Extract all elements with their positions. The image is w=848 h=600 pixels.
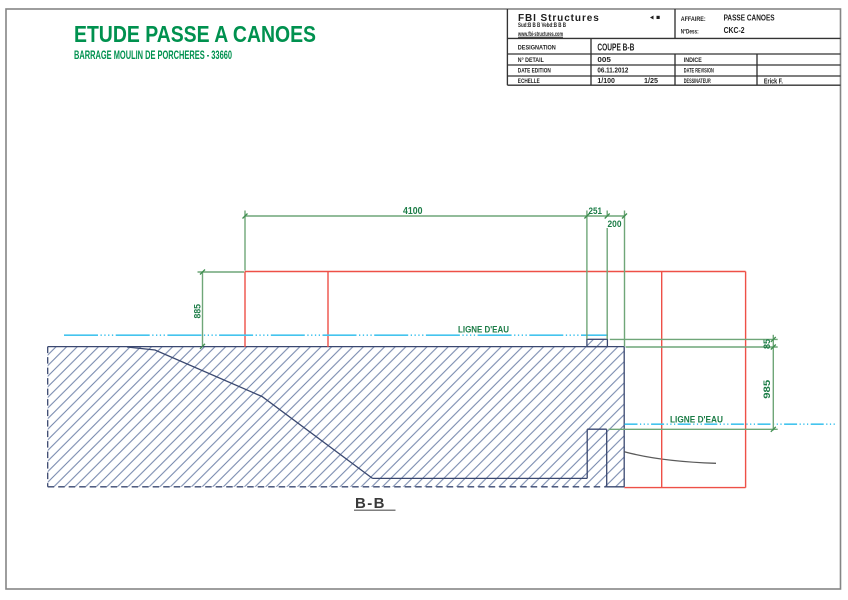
svg-text:www.fbi-structures.com: www.fbi-structures.com: [517, 32, 563, 38]
svg-text:N°Dess:: N°Dess:: [681, 27, 699, 35]
svg-text:INDICE: INDICE: [684, 57, 702, 64]
svg-text:B - B: B - B: [355, 495, 385, 512]
svg-text:005: 005: [597, 55, 611, 64]
svg-text:06.11.2012: 06.11.2012: [597, 65, 628, 74]
svg-text:DATE REVISION: DATE REVISION: [684, 68, 714, 75]
svg-text:AFFAIRE:: AFFAIRE:: [681, 16, 706, 23]
svg-text:4100: 4100: [403, 206, 423, 217]
svg-text:LIGNE D'EAU: LIGNE D'EAU: [458, 324, 509, 334]
svg-text:FBI Structures: FBI Structures: [518, 13, 600, 24]
svg-text:LIGNE D'EAU: LIGNE D'EAU: [670, 414, 723, 424]
svg-text:DATE EDITION: DATE EDITION: [518, 68, 551, 75]
svg-text:Sud:B B B Vebd:B B B: Sud:B B B Vebd:B B B: [518, 23, 566, 29]
svg-text:BARRAGE MOULIN DE PORCHERES -: BARRAGE MOULIN DE PORCHERES - 33660: [74, 48, 232, 62]
svg-text:1/100: 1/100: [597, 76, 615, 85]
svg-text:N° DETAIL: N° DETAIL: [518, 56, 544, 64]
svg-text:Erick F.: Erick F.: [764, 76, 783, 85]
svg-text:ETUDE PASSE A CANOES: ETUDE PASSE A CANOES: [74, 21, 316, 47]
svg-text:DESIGNATION: DESIGNATION: [518, 44, 556, 51]
svg-text:COUPE B-B: COUPE B-B: [597, 42, 634, 53]
svg-text:985: 985: [762, 380, 772, 399]
svg-text:PASSE CANOES: PASSE CANOES: [724, 14, 775, 23]
svg-text:DESSINATEUR: DESSINATEUR: [684, 78, 711, 85]
svg-text:885: 885: [193, 304, 203, 319]
svg-text:200: 200: [608, 219, 622, 229]
svg-text:ECHELLE: ECHELLE: [518, 78, 540, 85]
svg-text:85: 85: [762, 339, 772, 349]
svg-text:CKC-2: CKC-2: [724, 26, 746, 35]
svg-text:1/25: 1/25: [644, 76, 658, 85]
svg-text:251: 251: [589, 206, 603, 216]
